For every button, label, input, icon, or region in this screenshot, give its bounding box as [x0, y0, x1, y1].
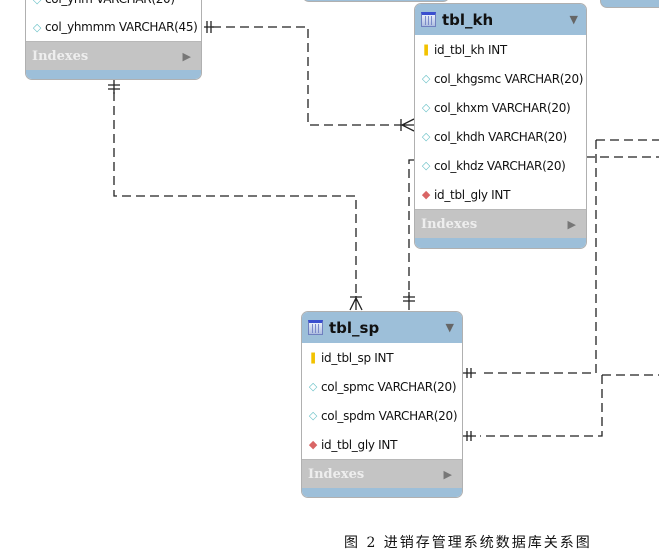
one-marker — [204, 21, 214, 33]
column-row: ◇ col_khdz VARCHAR(20) — [415, 151, 586, 180]
table-icon — [308, 320, 323, 335]
relationship-line-yh-kh — [212, 26, 400, 126]
table-footer — [26, 70, 201, 79]
column-icon: ◇ — [308, 409, 318, 422]
collapse-arrow-icon[interactable]: ▼ — [569, 13, 578, 26]
indexes-label: Indexes — [32, 48, 89, 64]
one-marker — [462, 431, 476, 441]
table-sp[interactable]: tbl_sp ▼ ❚ id_tbl_sp INT ◇ col_spmc VARC… — [301, 311, 463, 498]
relationship-line-kh-sp — [408, 159, 414, 296]
column-row: ◇ col_yhmmm VARCHAR(45) — [26, 13, 201, 41]
relationship-line-yh-sp — [113, 92, 357, 296]
expand-arrow-icon[interactable]: ▶ — [567, 217, 576, 231]
one-marker — [403, 292, 415, 310]
table-icon — [421, 12, 436, 27]
primary-key-icon: ❚ — [308, 351, 318, 364]
expand-arrow-icon[interactable]: ▶ — [182, 49, 191, 63]
table-name: tbl_kh — [442, 10, 494, 29]
column-row: ◇ col_khgsmc VARCHAR(20) — [415, 64, 586, 93]
column-text: col_khgsmc VARCHAR(20) — [434, 71, 584, 86]
table-header[interactable]: tbl_sp ▼ — [302, 312, 462, 343]
indexes-label: Indexes — [308, 466, 365, 482]
one-marker — [108, 80, 120, 94]
column-text: col_yhm VARCHAR(20) — [45, 0, 175, 6]
foreign-key-icon: ◆ — [308, 438, 318, 451]
column-text: id_tbl_gly INT — [434, 187, 511, 202]
column-text: id_tbl_gly INT — [321, 437, 398, 452]
column-row: ◇ col_khxm VARCHAR(20) — [415, 93, 586, 122]
indexes-section[interactable]: Indexes ▶ — [26, 41, 201, 70]
table-yh[interactable]: ◇ col_yhm VARCHAR(20) ◇ col_yhmmm VARCHA… — [25, 0, 202, 80]
table-header[interactable]: tbl_kh ▼ — [415, 4, 586, 35]
indexes-label: Indexes — [421, 216, 478, 232]
expand-arrow-icon[interactable]: ▶ — [443, 467, 452, 481]
column-icon: ◇ — [421, 159, 431, 172]
column-icon: ◇ — [308, 380, 318, 393]
table-footer — [415, 238, 586, 248]
column-text: col_khdh VARCHAR(20) — [434, 129, 567, 144]
column-text: col_khxm VARCHAR(20) — [434, 100, 571, 115]
collapse-arrow-icon[interactable]: ▼ — [445, 321, 454, 334]
column-row: ◆ id_tbl_gly INT — [302, 430, 462, 459]
figure-caption: 图 2 进销存管理系统数据库关系图 — [344, 535, 592, 551]
column-row: ◇ col_spmc VARCHAR(20) — [302, 372, 462, 401]
column-text: col_yhmmm VARCHAR(45) — [45, 20, 198, 34]
one-marker — [462, 368, 476, 378]
column-icon: ◇ — [31, 0, 43, 6]
table-name: tbl_sp — [329, 318, 380, 337]
column-icon: ◇ — [421, 72, 431, 85]
column-text: col_khdz VARCHAR(20) — [434, 158, 566, 173]
primary-key-icon: ❚ — [421, 43, 431, 56]
column-row: ◇ col_khdh VARCHAR(20) — [415, 122, 586, 151]
column-text: col_spdm VARCHAR(20) — [321, 408, 458, 423]
many-marker — [400, 118, 415, 132]
column-row: ◇ col_yhm VARCHAR(20) — [26, 0, 201, 13]
table-kh[interactable]: tbl_kh ▼ ❚ id_tbl_kh INT ◇ col_khgsmc VA… — [414, 3, 587, 249]
column-row: ◇ col_spdm VARCHAR(20) — [302, 401, 462, 430]
many-marker — [349, 296, 363, 311]
table-partial-top-right[interactable] — [600, 0, 659, 8]
indexes-section[interactable]: Indexes ▶ — [415, 209, 586, 238]
column-icon: ◇ — [421, 130, 431, 143]
table-footer — [302, 488, 462, 497]
column-row: ◆ id_tbl_gly INT — [415, 180, 586, 209]
column-text: id_tbl_sp INT — [321, 350, 394, 365]
column-icon: ◇ — [421, 101, 431, 114]
column-text: id_tbl_kh INT — [434, 42, 507, 57]
column-text: col_spmc VARCHAR(20) — [321, 379, 457, 394]
indexes-section[interactable]: Indexes ▶ — [302, 459, 462, 488]
column-row: ❚ id_tbl_kh INT — [415, 35, 586, 64]
foreign-key-icon: ◆ — [421, 188, 431, 201]
column-icon: ◇ — [32, 20, 42, 34]
column-row: ❚ id_tbl_sp INT — [302, 343, 462, 372]
relationship-line-right-3 — [480, 140, 597, 374]
relationship-line-right-5 — [480, 375, 603, 437]
table-partial-top-middle[interactable] — [302, 0, 450, 2]
